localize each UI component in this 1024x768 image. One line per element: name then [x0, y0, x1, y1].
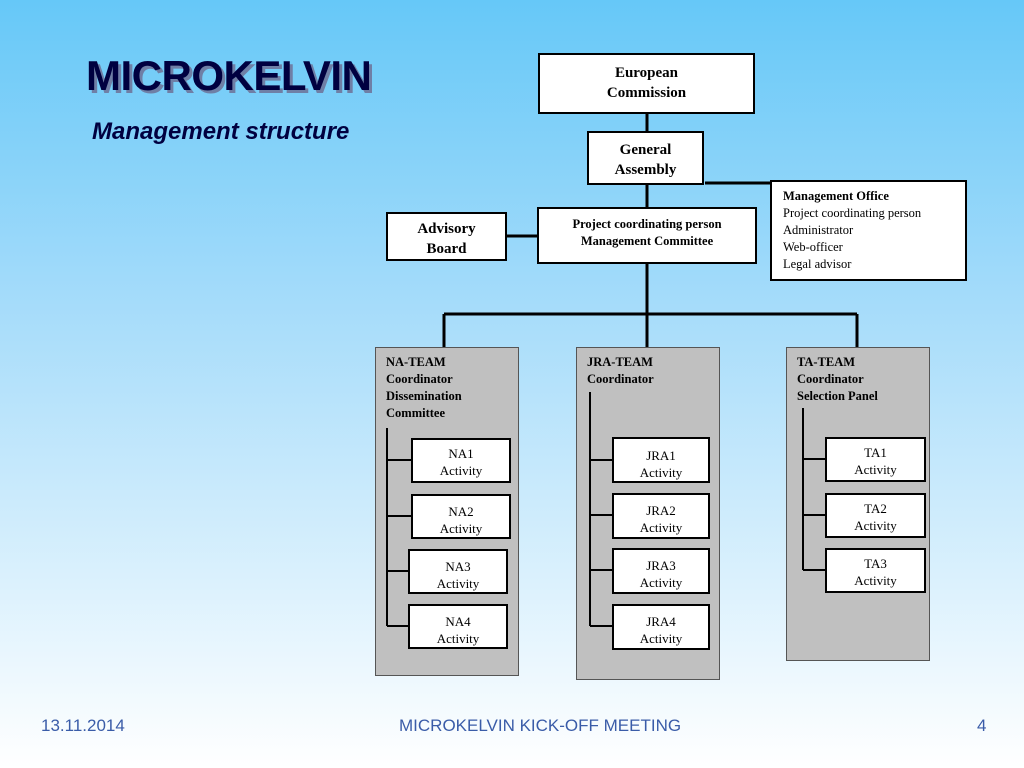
management-office-item: Project coordinating person	[783, 206, 922, 220]
na4-activity-box: NA4 Activity	[408, 604, 508, 649]
management-office-item: Administrator	[783, 223, 854, 237]
general-assembly-box: General Assembly	[587, 131, 704, 185]
jra1-activity-box: JRA1 Activity	[612, 437, 710, 483]
footer-date: 13.11.2014	[41, 716, 125, 735]
management-office-box: Management Office Project coordinating p…	[770, 180, 967, 281]
management-office-item: Legal advisor	[783, 257, 852, 271]
na2-activity-box: NA2 Activity	[411, 494, 511, 539]
na1-activity-box: NA1 Activity	[411, 438, 511, 483]
advisory-board-box: Advisory Board	[386, 212, 507, 261]
ta2-activity-box: TA2 Activity	[825, 493, 926, 538]
na-team-header: NA-TEAM Coordinator Dissemination Commit…	[386, 355, 462, 420]
jra-team-header: JRA-TEAM Coordinator	[587, 355, 654, 386]
management-office-item: Web-officer	[783, 240, 843, 254]
european-commission-box: European Commission	[538, 53, 755, 114]
ta1-activity-box: TA1 Activity	[825, 437, 926, 482]
management-office-title: Management Office	[783, 189, 889, 203]
jra2-activity-box: JRA2 Activity	[612, 493, 710, 539]
footer-meeting: MICROKELVIN KICK-OFF MEETING	[399, 716, 682, 735]
jra3-activity-box: JRA3 Activity	[612, 548, 710, 594]
page-subtitle: Management structure	[92, 118, 350, 145]
coordinating-box: Project coordinating person Management C…	[537, 207, 757, 264]
page-title: MICROKELVIN	[86, 52, 372, 99]
na3-activity-box: NA3 Activity	[408, 549, 508, 594]
ta-team-header: TA-TEAM Coordinator Selection Panel	[797, 355, 878, 403]
footer-page-number: 4	[977, 716, 987, 735]
ta3-activity-box: TA3 Activity	[825, 548, 926, 593]
jra4-activity-box: JRA4 Activity	[612, 604, 710, 650]
